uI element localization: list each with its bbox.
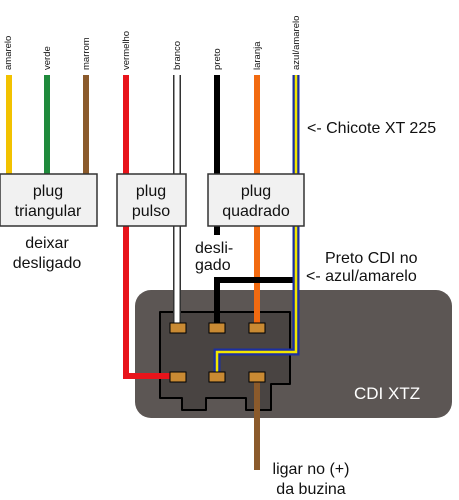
wire-label-laranja: laranja — [252, 41, 263, 70]
pin-bottom-3 — [248, 371, 266, 383]
wire-label-branco: branco — [172, 41, 183, 70]
plug-quadrado-line2: quadrado — [222, 203, 290, 220]
cdi-pins — [169, 322, 266, 383]
wire-label-vermelho: vermelho — [121, 31, 132, 70]
plug-quadrado-line1: plug — [241, 183, 271, 200]
plug-triangular-line1: plug — [33, 183, 63, 200]
note-buzina: da buzina — [276, 481, 345, 498]
pin-top-1 — [169, 322, 187, 334]
pin-bottom-2 — [208, 371, 226, 383]
plug-triangular-line2: triangular — [15, 203, 82, 220]
pin-bottom-1 — [169, 371, 187, 383]
pin-top-3 — [248, 322, 266, 334]
wire-label-preto: preto — [212, 48, 223, 70]
pin-top-2 — [208, 322, 226, 334]
wire-label-verde: verde — [42, 46, 53, 70]
note-chicote: <- Chicote XT 225 — [307, 120, 436, 137]
plug-pulso-box — [116, 173, 187, 227]
note-gado: gado — [195, 257, 231, 274]
plug-pulso-line1: plug — [136, 183, 166, 200]
note-ligar: ligar no (+) — [273, 461, 350, 478]
wire-preto-cdi — [214, 277, 296, 325]
note-deixar: deixar — [25, 235, 69, 252]
note-azul-amarelo: <- azul/amarelo — [306, 268, 417, 285]
wire-label-marrom: marrom — [81, 37, 92, 70]
plug-quadrado-box — [207, 173, 305, 227]
note-desli: desli- — [195, 240, 233, 257]
wire-label-amarelo: amarelo — [3, 36, 14, 70]
note-preto-cdi: Preto CDI no — [325, 250, 418, 267]
note-desligado: desligado — [13, 255, 82, 272]
wire-label-azul-amarelo: azul/amarelo — [291, 16, 302, 70]
cdi-label: CDI XTZ — [354, 384, 420, 403]
plug-triangular-box — [0, 173, 98, 227]
plug-pulso-line2: pulso — [132, 203, 170, 220]
